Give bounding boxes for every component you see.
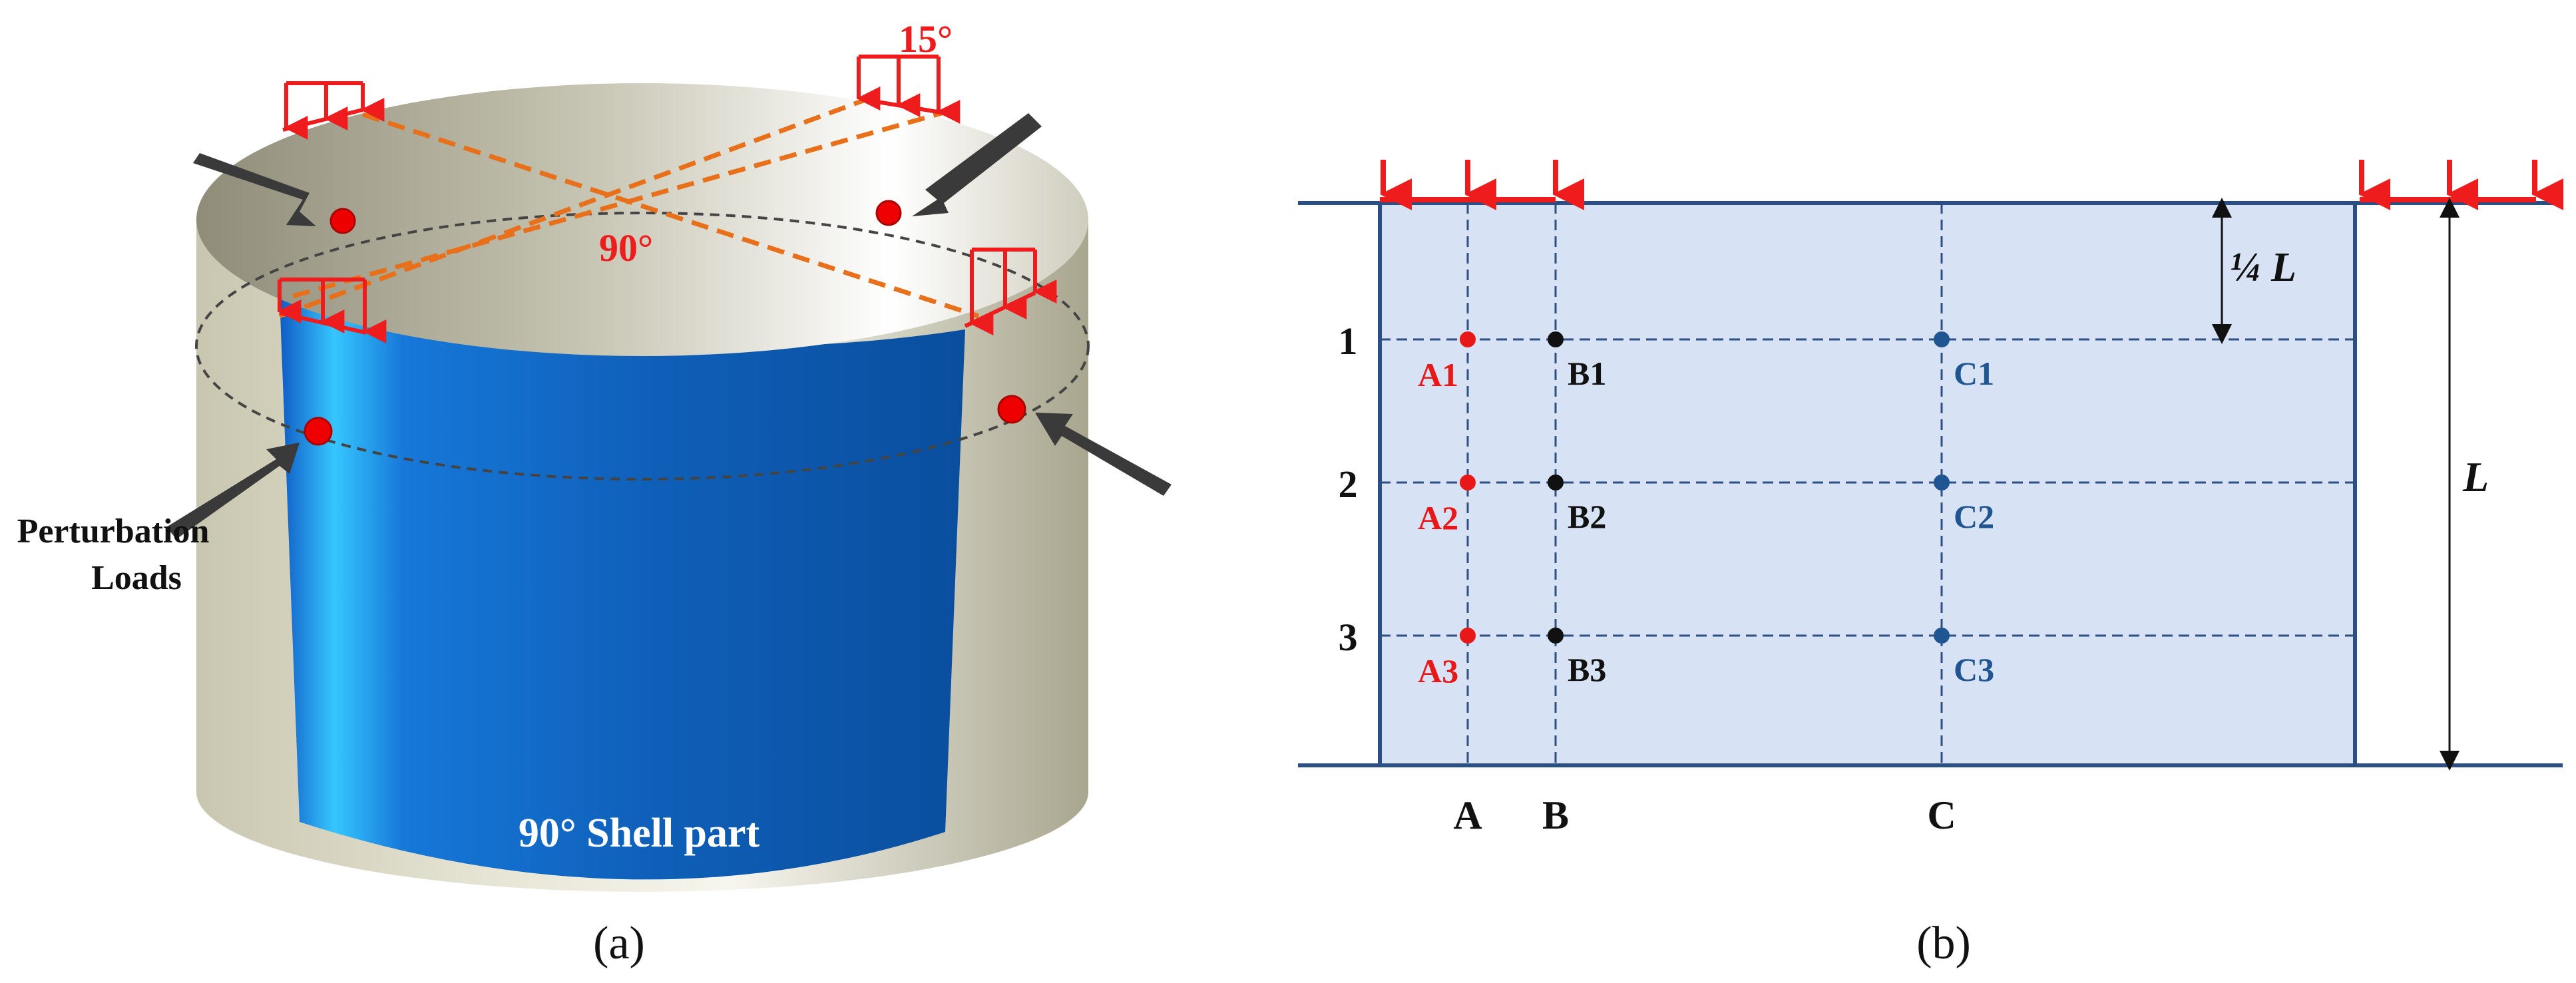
cylinder bbox=[195, 83, 1090, 892]
line-load-front-right bbox=[964, 248, 1057, 335]
point-label-c2: C2 bbox=[1954, 498, 1994, 535]
column-label-a: A bbox=[1453, 793, 1482, 837]
point-b1 bbox=[1548, 331, 1564, 347]
perturbation-arrow bbox=[1035, 413, 1172, 496]
cylinder-top bbox=[196, 83, 1088, 356]
point-label-c1: C1 bbox=[1954, 355, 1994, 392]
shell-panel bbox=[1378, 201, 2357, 767]
point-a2 bbox=[1460, 475, 1476, 491]
angle-15-label: 15° bbox=[899, 17, 953, 61]
perturbation-point bbox=[997, 395, 1026, 424]
point-label-c3: C3 bbox=[1954, 651, 1994, 688]
caption-a: (a) bbox=[593, 918, 645, 969]
perturbation-point bbox=[329, 208, 356, 234]
column-label-c: C bbox=[1927, 793, 1956, 837]
line-load-front-left bbox=[277, 278, 387, 343]
point-c3 bbox=[1934, 628, 1950, 644]
perturbation-label-line1: Perturbation bbox=[17, 512, 210, 550]
point-label-b1: B1 bbox=[1568, 355, 1606, 392]
load-angle-lines bbox=[278, 97, 980, 319]
angle-90-label: 90° bbox=[599, 226, 653, 270]
shell-part-label: 90° Shell part bbox=[519, 811, 760, 856]
caption-b: (b) bbox=[1916, 918, 1971, 969]
measurement-points: A1 B1 C1 A2 B2 C2 A3 B3 C3 bbox=[1418, 331, 1994, 689]
perturbation-point bbox=[875, 200, 902, 226]
column-label-b: B bbox=[1542, 793, 1569, 837]
row-label-1: 1 bbox=[1339, 319, 1358, 363]
point-label-a2: A2 bbox=[1418, 499, 1458, 536]
perturbation-loads bbox=[166, 113, 1172, 539]
row-label-2: 2 bbox=[1339, 463, 1358, 506]
perturbation-arrow bbox=[912, 113, 1042, 216]
perturbation-point bbox=[304, 417, 333, 446]
point-b3 bbox=[1548, 628, 1564, 644]
quarter-length-label: ¼ L bbox=[2230, 245, 2296, 290]
line-load-top-right bbox=[856, 55, 961, 124]
line-loads-a bbox=[277, 55, 1057, 343]
point-label-a1: A1 bbox=[1418, 356, 1458, 393]
full-length-label: L bbox=[2462, 453, 2489, 500]
shell-part-90 bbox=[280, 296, 965, 880]
panel-b: ¼ L L 1 2 3 A B C A1 B1 C1 A2 B2 C2 A3 bbox=[1298, 160, 2564, 969]
line-loads-b bbox=[1380, 160, 2564, 210]
point-label-b2: B2 bbox=[1568, 498, 1606, 535]
mid-height-circle bbox=[195, 212, 1090, 481]
perturbation-arrow bbox=[193, 153, 316, 226]
panel-a: 15° 90° Perturbation Loads 90° Shell par… bbox=[17, 17, 1172, 969]
line-load-top-left bbox=[282, 81, 385, 140]
point-c2 bbox=[1934, 475, 1950, 491]
point-label-a3: A3 bbox=[1418, 652, 1458, 689]
point-b2 bbox=[1548, 475, 1564, 491]
point-c1 bbox=[1934, 331, 1950, 347]
point-label-b3: B3 bbox=[1568, 651, 1606, 688]
point-a1 bbox=[1460, 331, 1476, 347]
perturbation-label-line2: Loads bbox=[91, 559, 182, 597]
measurement-grid bbox=[1380, 203, 2355, 765]
perturbation-arrow bbox=[166, 443, 300, 539]
point-a3 bbox=[1460, 628, 1476, 644]
row-label-3: 3 bbox=[1339, 616, 1358, 659]
